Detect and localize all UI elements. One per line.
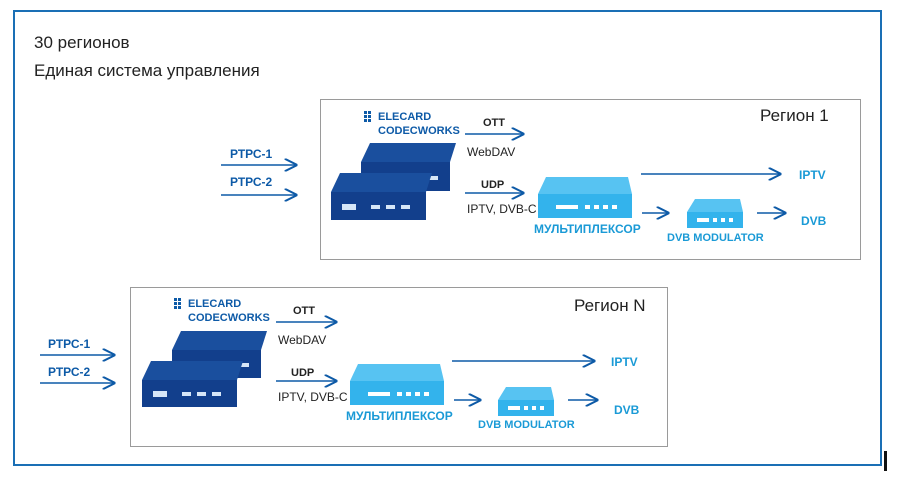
region-n-iptv-output-label: IPTV <box>611 355 638 369</box>
region-1-logo-line2: CODECWORKS <box>378 125 460 137</box>
region-1-modulator-icon <box>687 199 743 228</box>
region-1-iptv-dvbc-label: IPTV, DVB-C <box>467 202 537 216</box>
text-cursor-mark <box>884 451 887 471</box>
region-1-webdav-label: WebDAV <box>467 145 516 159</box>
region-n-input-1-label: РТРС-1 <box>48 337 91 351</box>
region-1-graphics <box>221 111 785 228</box>
region-1-logo-line1: ELECARD <box>378 111 432 123</box>
region-n-graphics <box>40 298 597 416</box>
region-n-logo-line1: ELECARD <box>188 298 242 310</box>
region-n-multiplexer-label: МУЛЬТИПЛЕКСОР <box>346 409 453 423</box>
region-1-modulator-label: DVB MODULATOR <box>667 232 764 244</box>
diagram-frame <box>13 10 882 466</box>
region-1-encoder-front-icon <box>331 173 432 220</box>
region-1-iptv-output-label: IPTV <box>799 168 826 182</box>
region-1-title: Регион 1 <box>760 106 829 125</box>
region-1-input-2-label: РТРС-2 <box>230 175 273 189</box>
region-n-multiplexer-icon <box>350 364 444 405</box>
region-1-elecard-logo-icon <box>364 111 371 122</box>
region-1-dvb-output-label: DVB <box>801 214 827 228</box>
region-n-modulator-label: DVB MODULATOR <box>478 419 575 431</box>
region-1-ott-label: OTT <box>483 117 505 129</box>
region-n-encoder-front-icon <box>142 361 243 407</box>
region-n-udp-label: UDP <box>291 367 315 379</box>
region-1-multiplexer-icon <box>538 177 632 218</box>
region-n-iptv-dvbc-label: IPTV, DVB-C <box>278 390 348 404</box>
region-n-title: Регион N <box>574 296 646 315</box>
management-system-title: Единая система управления <box>34 61 260 80</box>
region-n-elecard-logo-icon <box>174 298 181 309</box>
region-n-dvb-output-label: DVB <box>614 403 640 417</box>
region-1-input-1-label: РТРС-1 <box>230 147 273 161</box>
region-n-input-2-label: РТРС-2 <box>48 365 91 379</box>
region-1-udp-label: UDP <box>481 179 505 191</box>
region-n-ott-label: OTT <box>293 305 315 317</box>
region-n-modulator-icon <box>498 387 554 416</box>
regions-count-title: 30 регионов <box>34 33 130 52</box>
region-n-logo-line2: CODECWORKS <box>188 312 270 324</box>
region-n-webdav-label: WebDAV <box>278 333 327 347</box>
region-1-multiplexer-label: МУЛЬТИПЛЕКСОР <box>534 222 641 236</box>
